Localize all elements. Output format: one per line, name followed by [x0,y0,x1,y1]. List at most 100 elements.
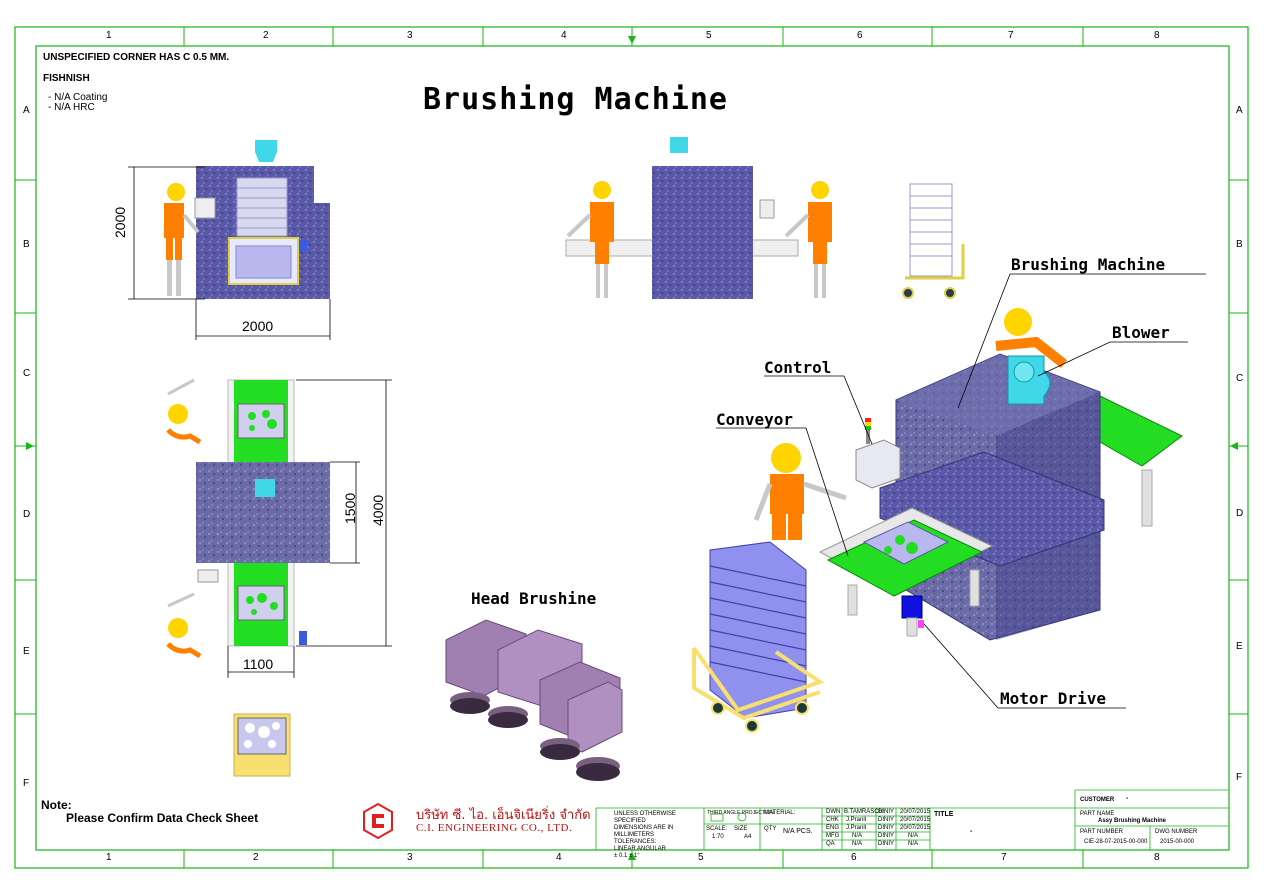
side-view [565,137,832,299]
qty-label: QTY [764,826,777,832]
zone-row-a: A [23,105,30,116]
top-view [166,378,392,678]
scale-label: SCALE: [706,826,728,832]
callout-conveyor: Conveyor [716,410,794,429]
company-logo [363,802,393,840]
callout-blower: Blower [1112,323,1170,342]
approval-date: N/A [908,833,919,839]
approval-id: DINIY [878,833,895,839]
finish-item-hrc: - N/A HRC [48,102,95,113]
approval-name: J.Pranit [846,825,867,831]
material-label: MATERIAL: [764,810,796,816]
zone-col-7-bottom: 7 [1001,852,1007,863]
callout-motor-drive: Motor Drive [1000,689,1106,708]
finish-item-coating: - N/A Coating [48,92,108,103]
callout-leaders [716,273,1206,709]
approval-role: ENG [826,825,840,831]
zone-col-2-bottom: 2 [253,852,259,863]
zone-col-4: 4 [561,30,567,41]
part-name-value: Assy Brushing Machine [1098,818,1167,824]
approval-name: N/A [852,833,863,839]
iso-control-box [855,439,901,489]
tolerance-line-1: UNLESS OTHERWISE SPECIFIED [614,811,676,824]
callout-brushing-machine: Brushing Machine [1011,255,1166,274]
zone-col-1: 1 [106,30,112,41]
tolerance-line-5: ± 0.1 ± 1° [614,853,640,859]
zone-col-2: 2 [263,30,269,41]
scale-value: 1:70 [712,834,724,840]
zone-col-5: 5 [706,30,712,41]
dim-front-width: 2000 [242,318,274,334]
approval-name: N/A [852,841,863,847]
callout-control: Control [764,358,832,377]
approval-name: J.Pranit [846,817,867,823]
dim-top-body: 1500 [342,492,358,524]
approval-id: DINIY [878,825,895,831]
company-thai-name: บริษัท ซี. ไอ. เอ็นจิเนียริ่ง จำกัด [416,808,591,823]
zone-col-6: 6 [857,30,863,41]
side-view-body [652,166,753,299]
front-view-worker-body [164,203,184,238]
zone-row-e-right: E [1236,641,1243,652]
tolerance-line-3: TOLERANCES: [614,839,657,845]
isometric-assembly [692,308,1183,733]
finish-list: - N/A Coating - N/A HRC [48,93,107,113]
zone-col-4-bottom: 4 [556,852,562,863]
dwg-number-value: 2015-00-000 [1160,839,1195,845]
dim-top-length: 4000 [370,494,386,526]
zone-col-8-bottom: 8 [1154,852,1160,863]
dwg-number-label: DWG NUMBER [1155,829,1198,835]
drawing-title: Brushing Machine [423,82,728,117]
approval-date: N/A [908,841,919,847]
size-label: SIZE [734,826,748,832]
zone-row-f: F [23,778,30,789]
company-english-name: C.I. ENGINEERING CO., LTD. [416,822,573,834]
callout-head-brush: Head Brushine [471,589,597,608]
zone-row-c-right: C [1236,373,1244,384]
part-number-value: CIE-28-07-2015-00-000 [1084,839,1148,845]
tolerance-line-4: LINEAR ANGULAR [614,846,667,852]
top-view-body [196,462,330,563]
approval-name: B.TAMRASCH [844,809,883,815]
zone-row-c: C [23,368,31,379]
approval-date: 20/07/2015 [900,825,931,831]
title-label: TITLE [934,811,954,818]
zone-col-3: 3 [407,30,413,41]
dim-front-height: 2000 [112,206,128,238]
iso-motor [901,595,923,619]
approval-id: DINIY [878,809,895,815]
front-view-blower [255,140,277,162]
title-value: - [970,828,973,835]
rack-trolley-side [902,183,965,299]
front-view-worker-helmet [167,183,185,201]
approval-role: QA [826,841,835,847]
tolerance-line-2: DIMENSIONS ARE IN MILLIMETERS [614,825,674,838]
approval-role: DWN [826,809,841,815]
tolerance-block: UNLESS OTHERWISE SPECIFIED DIMENSIONS AR… [614,811,702,860]
part-name-label: PART NAME [1080,811,1115,817]
title-block-grid [595,789,1229,850]
zone-row-b: B [23,239,30,250]
part-number-label: PART NUMBER [1080,829,1124,835]
approval-id: DINIY [878,817,895,823]
projection-label: THIRD ANGLE PROJECTION [707,810,774,816]
zone-col-8: 8 [1154,30,1160,41]
zone-col-6-bottom: 6 [851,852,857,863]
qty-value: N/A PCS. [783,828,813,835]
note-text: Please Confirm Data Check Sheet [66,811,259,825]
zone-row-d-right: D [1236,508,1244,519]
approval-role: MFG [826,833,840,839]
zone-row-b-right: B [1236,239,1243,250]
head-brush-view [445,619,623,781]
zone-row-d: D [23,509,31,520]
zone-col-7: 7 [1008,30,1014,41]
zone-row-a-right: A [1236,105,1243,116]
dim-top-width: 1100 [243,656,274,672]
front-view-rack [236,177,288,237]
zone-row-e: E [23,646,30,657]
tray-detail [233,713,291,777]
front-view-side [310,203,330,299]
approval-date: 20/07/2015 [900,817,931,823]
